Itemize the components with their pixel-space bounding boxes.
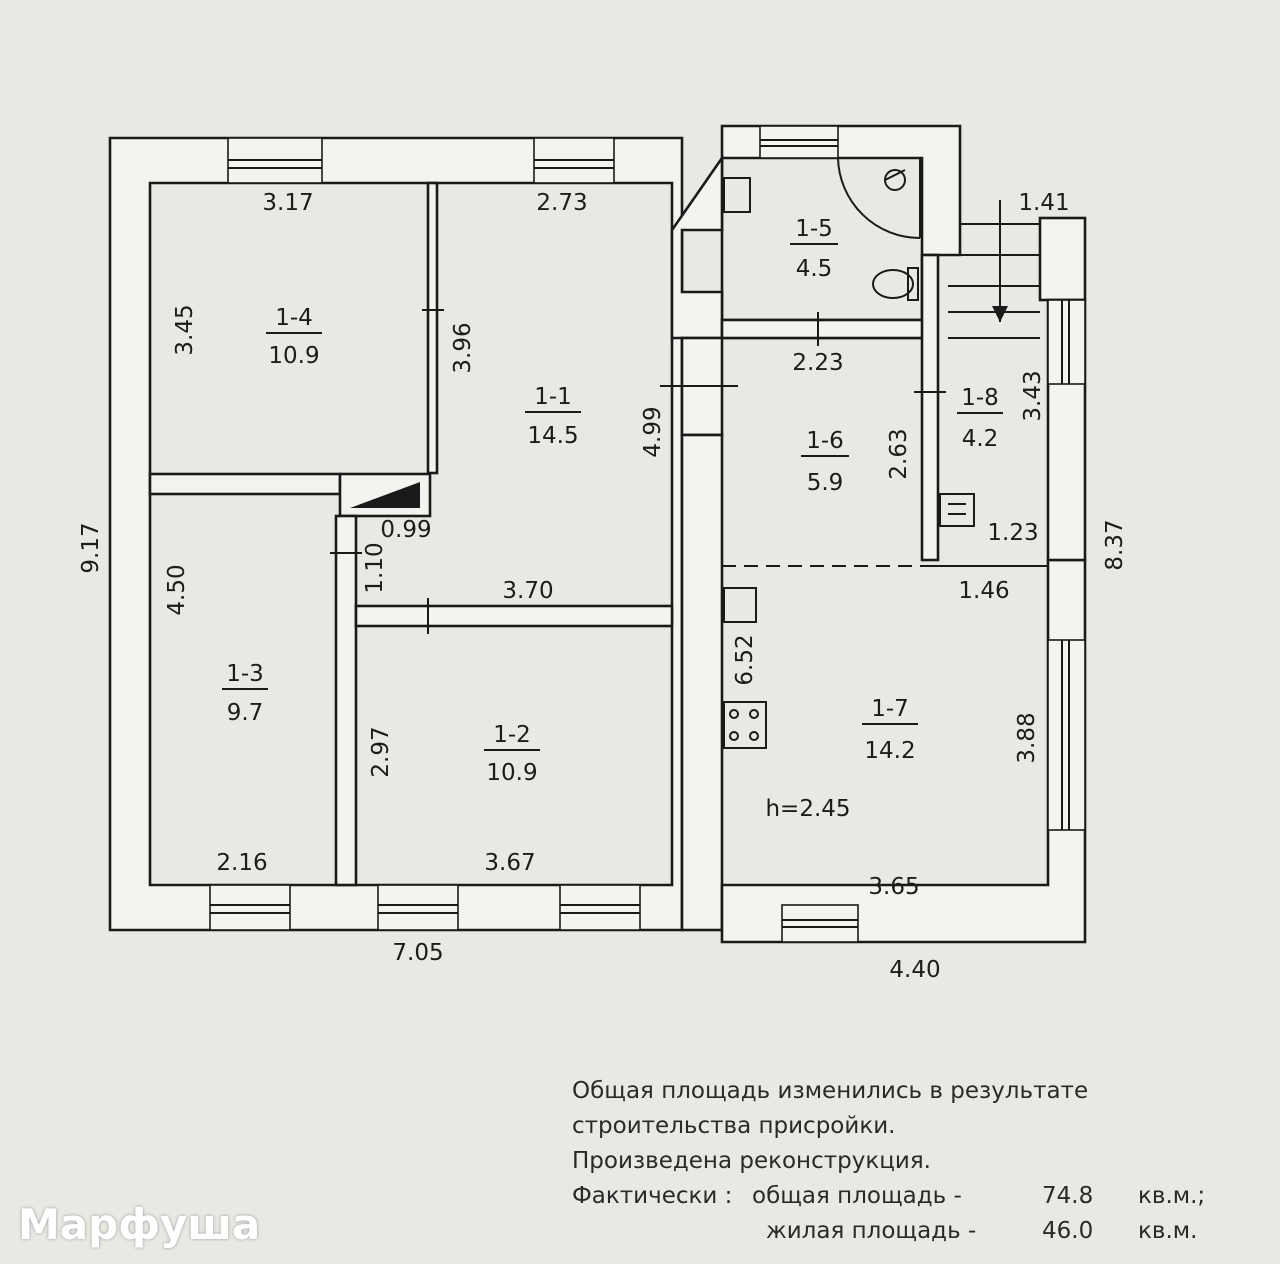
dim-r12-width: 3.67 — [484, 850, 535, 876]
window-bottom-center — [377, 884, 459, 931]
room-label-1-8: 1-8 4.2 — [957, 385, 1003, 452]
ceiling-height-label: h=2.45 — [765, 796, 850, 822]
living-area-label: жилая площадь - — [766, 1218, 977, 1244]
dim-r18-width: 1.23 — [987, 520, 1038, 546]
svg-text:1-2: 1-2 — [493, 722, 531, 748]
dim-overall-depth-main: 9.17 — [78, 522, 104, 573]
dim-porch-width: 1.41 — [1018, 190, 1069, 216]
sink-icon — [723, 177, 751, 213]
partition-1-5-1-6 — [720, 318, 934, 340]
dim-r18-depth: 3.43 — [1020, 370, 1046, 421]
room-label-1-2: 1-2 10.9 — [484, 722, 540, 786]
note-line-3: Произведена реконструкция. — [572, 1148, 931, 1174]
room-label-1-4: 1-4 10.9 — [266, 305, 322, 369]
svg-text:1-4: 1-4 — [275, 305, 313, 331]
total-area-unit: кв.м.; — [1138, 1183, 1206, 1209]
dim-r11-bottom: 3.70 — [502, 578, 553, 604]
dim-r17-depth-total: 6.52 — [732, 634, 758, 685]
extension-shared-wall — [680, 433, 724, 932]
partition-1-3-1-2 — [334, 514, 358, 887]
svg-text:4.2: 4.2 — [962, 426, 999, 452]
dim-r11-depth: 4.99 — [640, 406, 666, 457]
note-line-1: Общая площадь изменились в результате — [572, 1078, 1089, 1104]
watermark: Марфуша — [18, 1200, 261, 1249]
dim-chimney-width: 0.99 — [380, 517, 431, 543]
svg-text:1-7: 1-7 — [871, 696, 909, 722]
window-bathroom — [759, 125, 839, 159]
boiler-icon — [939, 493, 975, 527]
svg-text:10.9: 10.9 — [486, 760, 537, 786]
window-bottom-left — [209, 884, 291, 931]
svg-text:14.5: 14.5 — [527, 423, 578, 449]
dim-r13-width: 2.16 — [216, 850, 267, 876]
svg-text:4.5: 4.5 — [796, 256, 833, 282]
svg-text:1-1: 1-1 — [534, 384, 572, 410]
note-line-2: строительства присройки. — [572, 1113, 896, 1139]
stove-icon — [723, 701, 767, 749]
living-area-value: 46.0 — [1042, 1218, 1094, 1244]
living-area-row: жилая площадь - 46.0 кв.м. — [572, 1214, 1197, 1249]
dim-r13-depth: 4.50 — [164, 564, 190, 615]
dim-r12-depth: 2.97 — [368, 726, 394, 777]
living-area-unit: кв.м. — [1138, 1218, 1198, 1244]
total-area-value: 74.8 — [1042, 1183, 1094, 1209]
chimney-flue — [350, 482, 420, 508]
dim-r16-width: 2.23 — [792, 350, 843, 376]
dim-overall-depth-extension: 8.37 — [1102, 519, 1128, 570]
room-label-1-6: 1-6 5.9 — [801, 428, 849, 496]
window-kitchen-bottom — [781, 904, 859, 943]
stairs-arrow-icon — [992, 306, 1008, 322]
room-label-1-3: 1-3 9.7 — [222, 661, 268, 726]
dim-overall-width-main: 7.05 — [392, 940, 443, 966]
bathroom-door-swing — [837, 157, 921, 239]
svg-text:1-5: 1-5 — [795, 216, 833, 242]
dim-r17-top: 1.46 — [958, 578, 1009, 604]
partition-1-1-1-2 — [354, 604, 674, 628]
svg-text:1-8: 1-8 — [961, 385, 999, 411]
svg-text:9.7: 9.7 — [227, 700, 264, 726]
dim-overall-width-extension: 4.40 — [889, 957, 940, 983]
dim-r11-inner: 3.96 — [450, 322, 476, 373]
dim-r11-width: 2.73 — [536, 190, 587, 216]
window-bottom-right — [559, 884, 641, 931]
dim-chimney-depth: 1.10 — [362, 542, 388, 593]
fact-label: Фактически : — [572, 1183, 733, 1209]
room-label-1-1: 1-1 14.5 — [525, 384, 581, 449]
room-label-1-7: 1-7 14.2 — [862, 696, 918, 764]
shower-icon — [884, 169, 906, 191]
total-area-row: Фактически : общая площадь - 74.8 кв.м.; — [572, 1179, 1205, 1214]
dim-r17-depth: 3.88 — [1014, 712, 1040, 763]
svg-text:1-6: 1-6 — [806, 428, 844, 454]
toilet-icon — [872, 269, 914, 299]
dim-r14-depth: 3.45 — [172, 304, 198, 355]
svg-text:10.9: 10.9 — [268, 343, 319, 369]
partition-1-6-1-8 — [920, 253, 940, 562]
area-notes: Общая площадь изменились в результате ст… — [572, 1074, 1205, 1249]
window-vestibule — [1047, 299, 1086, 385]
svg-text:1-3: 1-3 — [226, 661, 264, 687]
porch-stairs — [948, 223, 1040, 339]
partition-1-4-1-3 — [148, 472, 342, 496]
dim-r17-width: 3.65 — [868, 874, 919, 900]
kitchen-sink-icon — [723, 587, 757, 623]
svg-text:5.9: 5.9 — [807, 470, 844, 496]
dim-r14-width: 3.17 — [262, 190, 313, 216]
dim-r16-depth: 2.63 — [886, 428, 912, 479]
window-kitchen-right — [1047, 639, 1086, 831]
porch-post — [1038, 216, 1087, 302]
svg-text:14.2: 14.2 — [864, 738, 915, 764]
partition-1-4-1-1 — [426, 181, 439, 475]
total-area-label: общая площадь - — [752, 1183, 962, 1209]
room-label-1-5: 1-5 4.5 — [790, 216, 838, 282]
